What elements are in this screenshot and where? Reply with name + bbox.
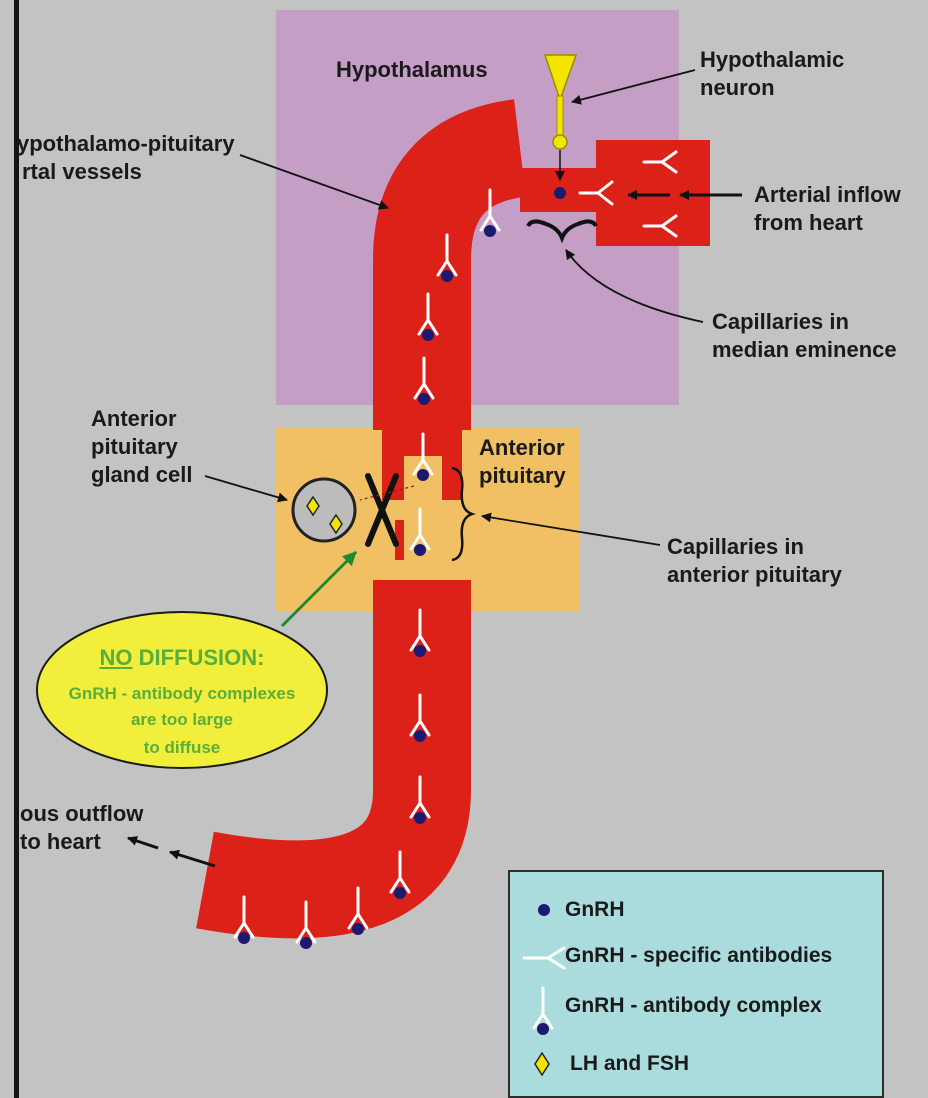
anterior-pituitary-label-2: pituitary bbox=[479, 462, 566, 490]
callout-line-3: to diffuse bbox=[42, 734, 322, 762]
cap-median-label-1: Capillaries in bbox=[712, 308, 849, 336]
portal-vessels-label-2: rtal vessels bbox=[22, 158, 142, 186]
legend-antibodies-label: GnRH - specific antibodies bbox=[565, 944, 832, 968]
hypothalamus-label: Hypothalamus bbox=[336, 56, 488, 84]
callout-title-rest: DIFFUSION: bbox=[133, 645, 265, 670]
callout-line-2: are too large bbox=[42, 706, 322, 734]
anterior-pituitary-label-1: Anterior bbox=[479, 434, 565, 462]
hypothalamic-neuron-label-1: Hypothalamic bbox=[700, 46, 844, 74]
hypothalamic-neuron-label-2: neuron bbox=[700, 74, 775, 102]
legend-gnrh-label: GnRH bbox=[565, 898, 625, 922]
outflow-label-2: to heart bbox=[20, 828, 101, 856]
gland-cell-label-3: gland cell bbox=[91, 461, 192, 489]
outflow-label-1: ous outflow bbox=[20, 800, 143, 828]
portal-vessels-label-1: ypothalamo-pituitary bbox=[17, 130, 235, 158]
antibody-icon bbox=[520, 942, 568, 972]
legend-lh-fsh-label: LH and FSH bbox=[570, 1052, 689, 1076]
legend-row-lh-fsh: LH and FSH bbox=[510, 1050, 882, 1090]
callout-title: NO DIFFUSION: bbox=[42, 645, 322, 671]
left-border-line bbox=[14, 0, 19, 1098]
complex-icon bbox=[528, 982, 558, 1042]
arterial-inflow-label-2: from heart bbox=[754, 209, 863, 237]
callout-line-1: GnRH - antibody complexes bbox=[42, 680, 322, 708]
legend-row-antibodies: GnRH - specific antibodies bbox=[510, 942, 882, 982]
legend: GnRH GnRH - specific antibodies GnRH - a… bbox=[508, 870, 884, 1098]
legend-complex-label: GnRH - antibody complex bbox=[565, 994, 822, 1018]
pituitary-gland-cell bbox=[293, 479, 355, 541]
gnrh-dot-icon bbox=[530, 896, 560, 926]
lh-fsh-diamond-icon bbox=[532, 1050, 562, 1080]
legend-row-complex: GnRH - antibody complex bbox=[510, 982, 882, 1042]
cap-anterior-label-1: Capillaries in bbox=[667, 533, 804, 561]
callout-title-underlined: NO bbox=[100, 645, 133, 670]
gland-cell-label-2: pituitary bbox=[91, 433, 178, 461]
arterial-inflow-label-1: Arterial inflow bbox=[754, 181, 901, 209]
cap-anterior-label-2: anterior pituitary bbox=[667, 561, 842, 589]
gnrh-dot bbox=[554, 187, 566, 199]
cap-median-label-2: median eminence bbox=[712, 336, 897, 364]
gland-cell-label-1: Anterior bbox=[91, 405, 177, 433]
legend-row-gnrh: GnRH bbox=[510, 896, 882, 936]
